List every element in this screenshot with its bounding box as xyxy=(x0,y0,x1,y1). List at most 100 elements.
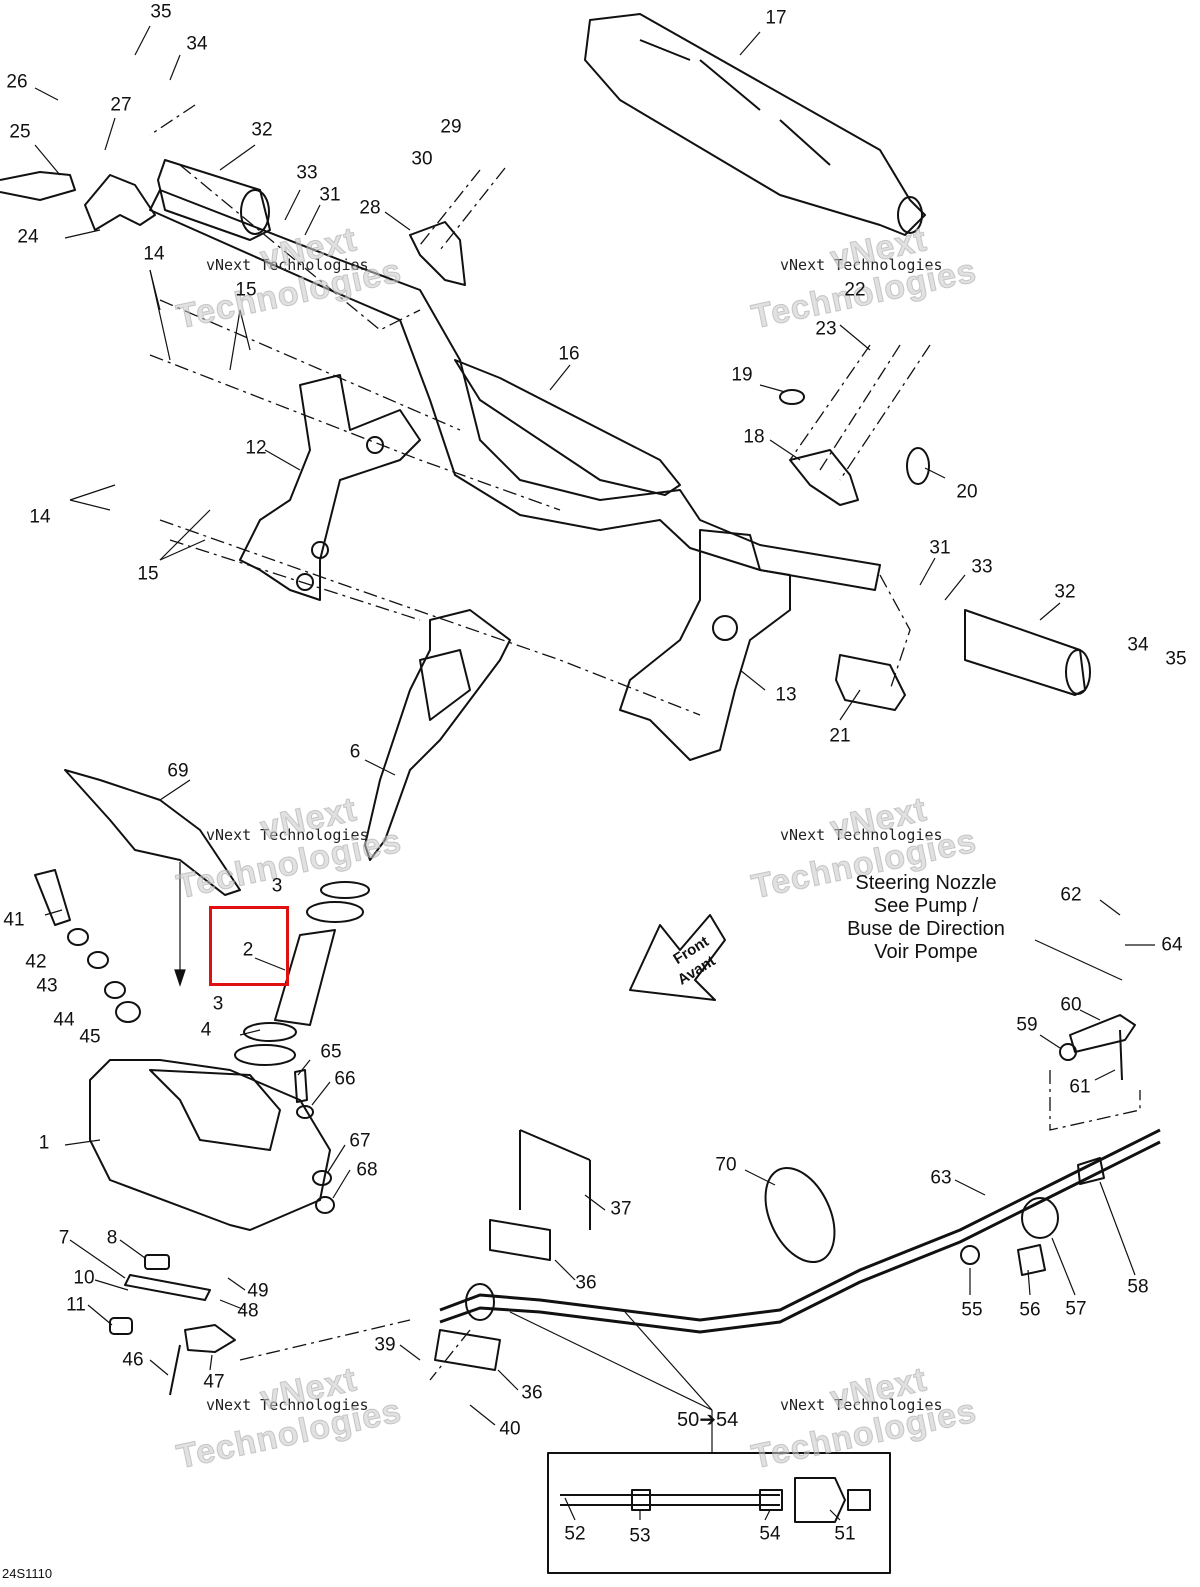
callout-57: 57 xyxy=(1065,1298,1087,1320)
base-plate xyxy=(89,1059,331,1231)
callout-14: 14 xyxy=(29,506,51,528)
callout-29: 29 xyxy=(440,116,462,138)
callout-66: 66 xyxy=(334,1068,356,1090)
watermark-text: vNext Technologies xyxy=(780,826,943,844)
callout-69: 69 xyxy=(167,760,189,782)
callout-48: 48 xyxy=(237,1300,259,1322)
callout-33: 33 xyxy=(971,556,993,578)
callout-58: 58 xyxy=(1127,1276,1149,1298)
watermark-text: vNext Technologies xyxy=(780,1396,943,1414)
callout-61: 61 xyxy=(1069,1076,1091,1098)
callout-47: 47 xyxy=(203,1371,225,1393)
callout-55: 55 xyxy=(961,1299,983,1321)
callout-17: 17 xyxy=(765,7,787,29)
note-line: See Pump / xyxy=(873,895,979,917)
callout-28: 28 xyxy=(359,197,381,219)
callout-43: 43 xyxy=(36,975,58,997)
callout-62: 62 xyxy=(1060,884,1082,906)
range-reference: 50➔54 xyxy=(677,1409,739,1431)
callout-65: 65 xyxy=(320,1041,342,1063)
switch-housing-right xyxy=(789,449,859,506)
steering-nozzle-note: Steering Nozzle See Pump / Buse de Direc… xyxy=(826,872,1026,964)
watermark-text: vNext Technologies xyxy=(206,256,369,274)
callout-31: 31 xyxy=(929,537,951,559)
note-line: Steering Nozzle xyxy=(855,872,997,894)
cable-inset-box xyxy=(547,1452,891,1574)
callout-34: 34 xyxy=(1127,634,1149,656)
callout-25: 25 xyxy=(9,121,31,143)
handlebar-tube xyxy=(149,189,881,591)
steering-column xyxy=(364,609,511,861)
callout-32: 32 xyxy=(1054,581,1076,603)
callout-15: 15 xyxy=(137,563,159,585)
callout-35: 35 xyxy=(150,1,172,23)
callout-33: 33 xyxy=(296,162,318,184)
top-housing xyxy=(584,13,926,236)
left-grip xyxy=(157,159,271,241)
lever-bracket xyxy=(84,174,156,231)
steering-support-13 xyxy=(619,529,791,761)
callout-36: 36 xyxy=(575,1272,597,1294)
callout-56: 56 xyxy=(1019,1299,1041,1321)
callout-26: 26 xyxy=(6,71,28,93)
callout-27: 27 xyxy=(110,94,132,116)
callout-15: 15 xyxy=(235,279,257,301)
callout-51: 51 xyxy=(834,1523,856,1545)
callout-68: 68 xyxy=(356,1159,378,1181)
callout-60: 60 xyxy=(1060,994,1082,1016)
steering-cable xyxy=(439,1128,1161,1322)
callout-64: 64 xyxy=(1161,934,1183,956)
note-line: Voir Pompe xyxy=(874,941,978,963)
callout-7: 7 xyxy=(58,1227,70,1249)
callout-42: 42 xyxy=(25,951,47,973)
callout-30: 30 xyxy=(411,148,433,170)
callout-31: 31 xyxy=(319,184,341,206)
callout-14: 14 xyxy=(143,243,165,265)
switch-cover-left xyxy=(409,221,466,286)
callout-24: 24 xyxy=(17,226,39,248)
callout-10: 10 xyxy=(73,1267,95,1289)
callout-4: 4 xyxy=(200,1019,212,1041)
callout-21: 21 xyxy=(829,725,851,747)
callout-59: 59 xyxy=(1016,1014,1038,1036)
callout-37: 37 xyxy=(610,1198,632,1220)
callout-3: 3 xyxy=(212,993,224,1015)
callout-32: 32 xyxy=(251,119,273,141)
callout-45: 45 xyxy=(79,1026,101,1048)
callout-19: 19 xyxy=(731,364,753,386)
callout-46: 46 xyxy=(122,1349,144,1371)
bracket-69 xyxy=(64,769,241,896)
callout-40: 40 xyxy=(499,1418,521,1440)
gasket-70 xyxy=(764,1166,836,1264)
callout-41: 41 xyxy=(3,909,25,931)
callout-13: 13 xyxy=(775,684,797,706)
callout-12: 12 xyxy=(245,437,267,459)
callout-35: 35 xyxy=(1165,648,1187,670)
callout-52: 52 xyxy=(564,1523,586,1545)
watermark-text: vNext Technologies xyxy=(206,826,369,844)
callout-36: 36 xyxy=(521,1382,543,1404)
callout-54: 54 xyxy=(759,1523,781,1545)
handlebar-bracket xyxy=(454,359,681,496)
front-arrow xyxy=(629,914,726,1001)
highlighted-part-label: 2 xyxy=(242,939,254,961)
callout-8: 8 xyxy=(106,1227,118,1249)
callout-3: 3 xyxy=(271,875,283,897)
callout-22: 22 xyxy=(844,279,866,301)
callout-70: 70 xyxy=(715,1154,737,1176)
callout-18: 18 xyxy=(743,426,765,448)
callout-6: 6 xyxy=(349,741,361,763)
brake-lever xyxy=(0,171,76,201)
highlighted-part-box[interactable] xyxy=(209,906,289,986)
callout-1: 1 xyxy=(38,1132,50,1154)
callout-44: 44 xyxy=(53,1009,75,1031)
callout-11: 11 xyxy=(66,1294,86,1316)
callout-67: 67 xyxy=(349,1130,371,1152)
grip-cover xyxy=(835,654,906,711)
ball-joint xyxy=(1069,1014,1136,1053)
callout-34: 34 xyxy=(186,33,208,55)
watermark-text: vNext Technologies xyxy=(780,256,943,274)
callout-49: 49 xyxy=(247,1280,269,1302)
callout-39: 39 xyxy=(374,1334,396,1356)
